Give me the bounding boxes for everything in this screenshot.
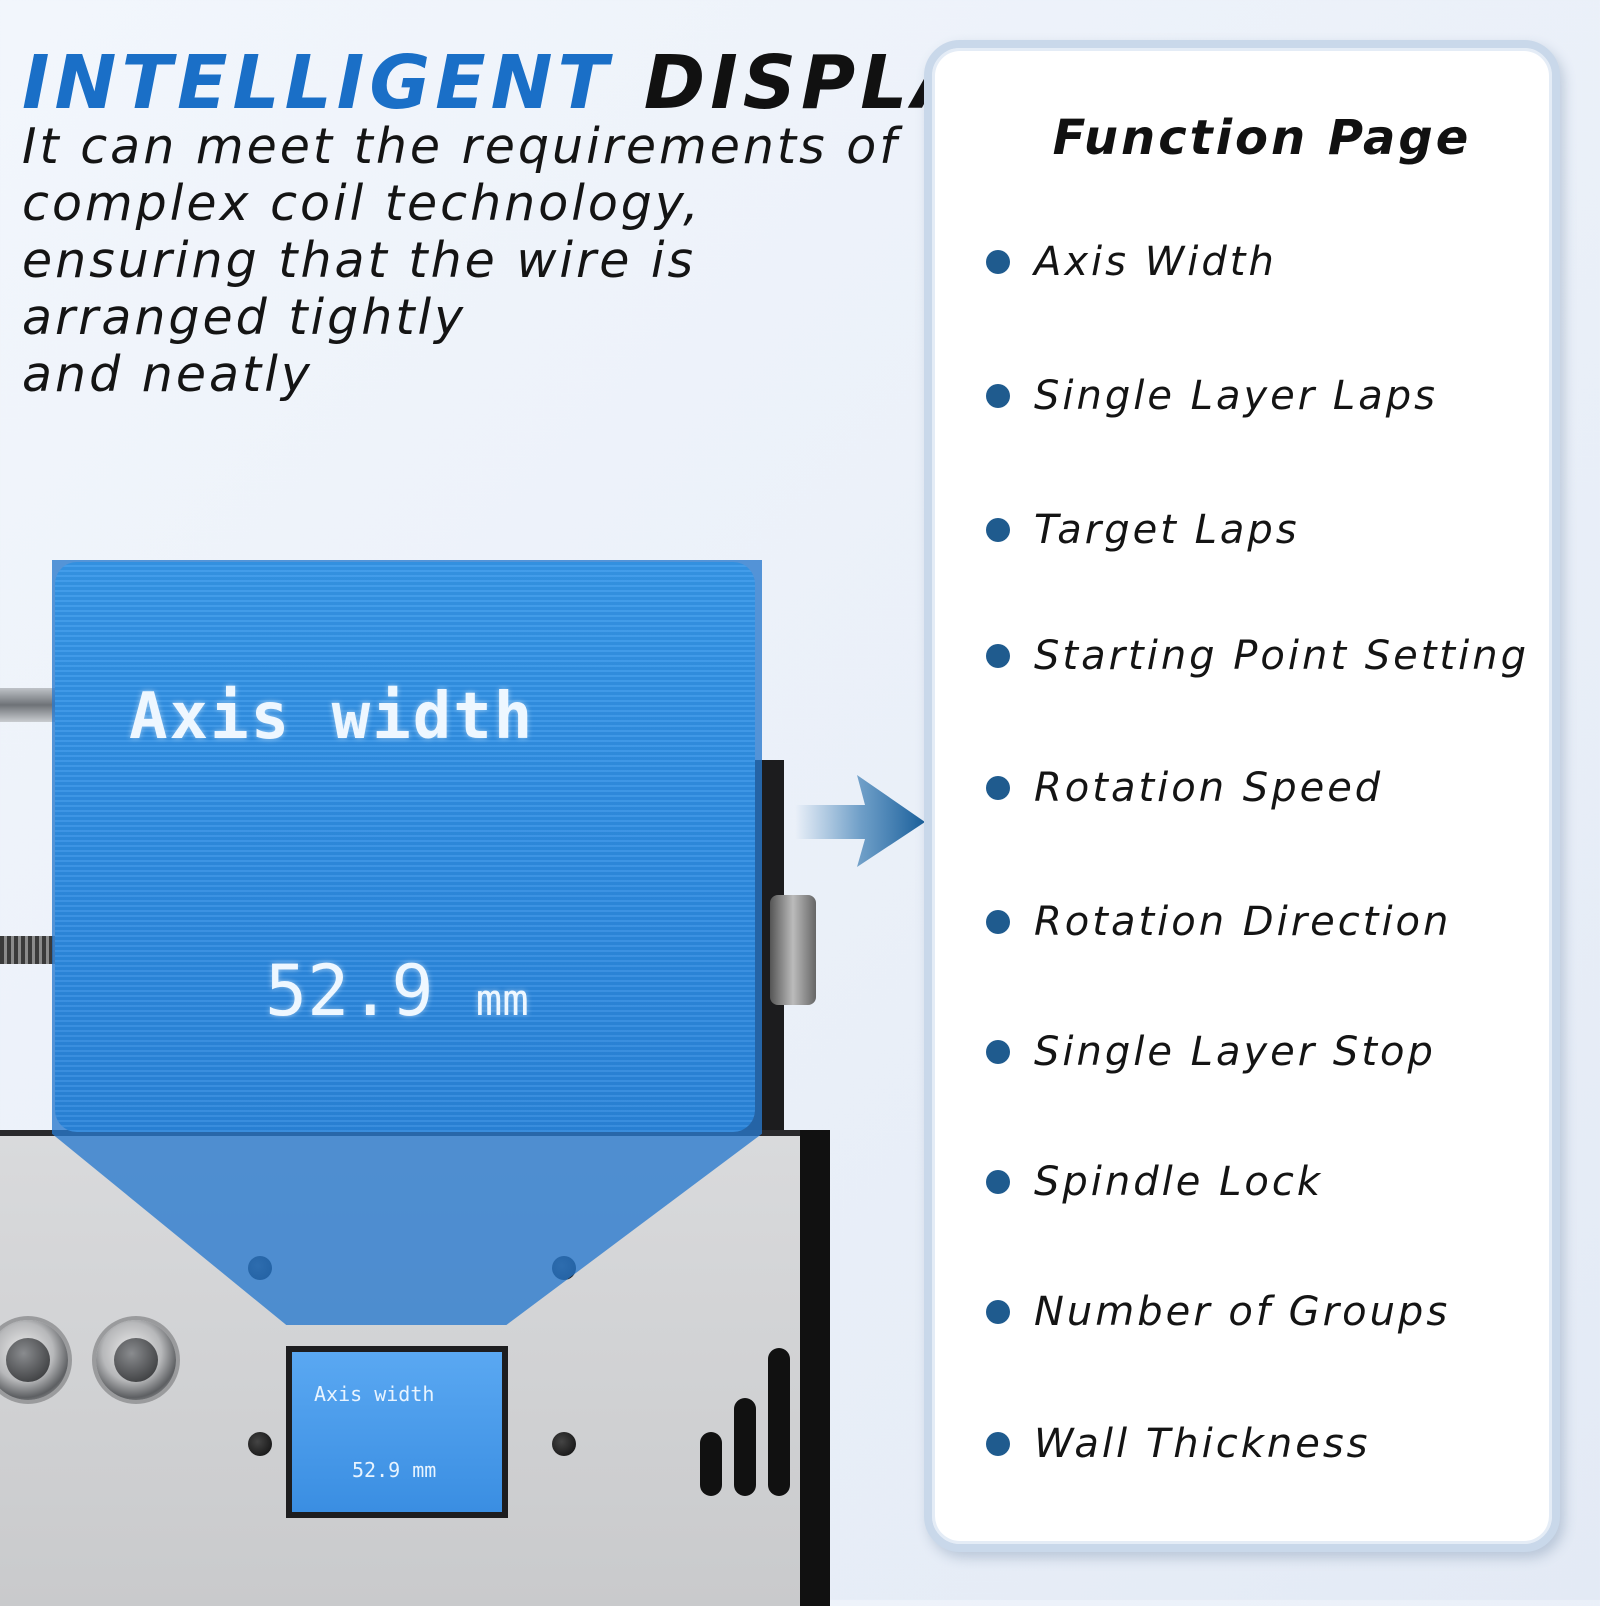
function-item-label: Starting Point Setting xyxy=(1034,633,1529,679)
small-lcd-display: Axis width 52.9 mm xyxy=(286,1346,508,1518)
function-item-label: Single Layer Laps xyxy=(1034,373,1438,419)
function-item-label: Number of Groups xyxy=(1034,1289,1451,1335)
function-item-label: Spindle Lock xyxy=(1034,1159,1323,1205)
function-item: Single Layer Laps xyxy=(986,366,1438,426)
bullet-icon xyxy=(986,1170,1010,1194)
control-knob-left[interactable] xyxy=(0,1320,68,1400)
function-item: Axis Width xyxy=(986,232,1277,292)
function-item-label: Single Layer Stop xyxy=(1034,1029,1436,1075)
function-item: Wall Thickness xyxy=(986,1414,1371,1474)
control-knob-right[interactable] xyxy=(96,1320,176,1400)
display-label: Axis width xyxy=(129,680,535,754)
screw xyxy=(248,1432,272,1456)
arrow-right-icon xyxy=(795,775,925,867)
display-value: 52.9 xyxy=(265,950,434,1032)
function-item: Single Layer Stop xyxy=(986,1022,1436,1082)
bullet-icon xyxy=(986,910,1010,934)
bullet-icon xyxy=(986,644,1010,668)
function-item: Rotation Direction xyxy=(986,892,1451,952)
bullet-icon xyxy=(986,1432,1010,1456)
function-item-label: Target Laps xyxy=(1034,507,1300,553)
screw xyxy=(552,1432,576,1456)
small-display-label: Axis width xyxy=(314,1382,435,1406)
small-display-value: 52.9 mm xyxy=(352,1458,437,1482)
zoomed-lcd-display: Axis width 52.9 mm xyxy=(55,562,755,1132)
function-item-label: Rotation Speed xyxy=(1034,765,1384,811)
bullet-icon xyxy=(986,518,1010,542)
function-item: Starting Point Setting xyxy=(986,626,1529,686)
bullet-icon xyxy=(986,250,1010,274)
bullet-icon xyxy=(986,1040,1010,1064)
vent-slot xyxy=(768,1348,790,1496)
headline-word-intelligent: INTELLIGENT xyxy=(22,40,614,126)
headline: INTELLIGENT DISPLAY xyxy=(22,40,1025,126)
display-unit: mm xyxy=(475,975,529,1026)
function-item-label: Rotation Direction xyxy=(1034,899,1452,945)
display-value-group: 52.9 mm xyxy=(265,950,529,1032)
function-item: Target Laps xyxy=(986,500,1300,560)
bullet-icon xyxy=(986,384,1010,408)
function-item-label: Wall Thickness xyxy=(1034,1421,1371,1467)
vent-slot xyxy=(734,1398,756,1496)
function-item-label: Axis Width xyxy=(1034,239,1277,285)
function-item: Number of Groups xyxy=(986,1282,1450,1342)
function-item: Rotation Speed xyxy=(986,758,1383,818)
description-text: It can meet the requirements of complex … xyxy=(22,118,900,403)
panel-title: Function Page xyxy=(1052,110,1472,166)
vent-slot xyxy=(700,1432,722,1496)
side-bolt xyxy=(770,895,816,1005)
function-item: Spindle Lock xyxy=(986,1152,1323,1212)
bullet-icon xyxy=(986,776,1010,800)
bullet-icon xyxy=(986,1300,1010,1324)
